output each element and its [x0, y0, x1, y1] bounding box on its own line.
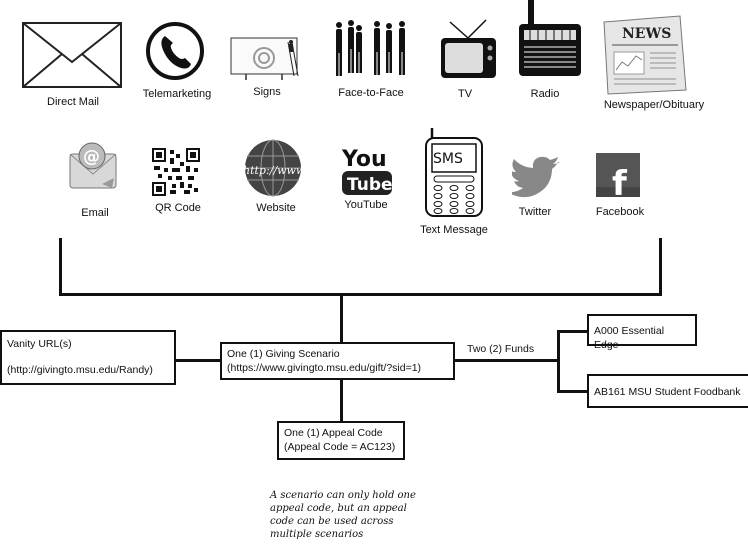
appeal-note: A scenario can only hold one appeal code… [270, 490, 416, 540]
channel-label-email: Email [81, 207, 109, 219]
appeal-code-title: One (1) Appeal Code [284, 427, 383, 439]
channel-label-face-to-face: Face-to-Face [338, 87, 404, 99]
channel-label-youtube: YouTube [344, 199, 388, 211]
svg-text:You: You [341, 147, 387, 172]
bracket-left-line [59, 238, 62, 295]
radio-icon [519, 0, 581, 76]
channel-label-website: Website [256, 202, 296, 214]
vanity-url-box: Vanity URL(s) (http://givingto.msu.edu/R… [0, 330, 176, 385]
svg-text:NEWS: NEWS [622, 26, 671, 42]
tv-icon [441, 19, 496, 78]
channel-label-radio: Radio [530, 88, 560, 100]
newspaper-icon: NEWS [603, 15, 687, 95]
phone-icon [146, 22, 204, 80]
youtube-icon: You Tube [341, 147, 393, 195]
twitter-icon [512, 156, 560, 198]
fund2-connector-line [557, 390, 587, 393]
channel-label-newspaper: Newspaper/Obituary [603, 99, 705, 111]
vanity-url-value: (http://givingto.msu.edu/Randy) [7, 364, 153, 377]
facebook-icon: f [596, 153, 640, 197]
channel-label-telemarketing: Telemarketing [142, 88, 212, 100]
bracket-stem-line [340, 293, 343, 344]
svg-text:http://www: http://www [243, 164, 304, 177]
bracket-right-line [659, 238, 662, 295]
fund2-label: AB161 MSU Student Foodbank [594, 386, 741, 398]
channel-label-twitter: Twitter [518, 206, 552, 218]
svg-text:Tube: Tube [347, 175, 393, 195]
giving-scenario-url: (https://www.givingto.msu.edu/gift/?sid=… [227, 362, 422, 375]
channel-label-direct-mail: Direct Mail [47, 96, 99, 108]
channel-label-signs: Signs [253, 86, 281, 98]
channel-label-qr-code: QR Code [155, 202, 201, 214]
appeal-code-box: One (1) Appeal Code (Appeal Code = AC123… [277, 421, 405, 460]
vanity-url-title: Vanity URL(s) [7, 338, 72, 350]
funds-connector-line [453, 359, 559, 362]
funds-label: Two (2) Funds [467, 343, 535, 355]
svg-text:f: f [612, 164, 628, 197]
appeal-code-value: (Appeal Code = AC123) [284, 441, 396, 454]
people-icon [336, 20, 405, 76]
giving-scenario-title: One (1) Giving Scenario [227, 348, 340, 360]
bracket-bottom-line [59, 293, 662, 296]
sign-icon [230, 37, 299, 80]
channel-label-text-message: Text Message [420, 224, 488, 236]
funds-branch-vertical [557, 330, 560, 392]
vanity-connector-line [174, 359, 222, 362]
fund1-connector-line [557, 330, 587, 333]
envelope-icon [22, 22, 122, 88]
qr-code-icon [152, 148, 200, 196]
svg-text:SMS: SMS [433, 151, 463, 167]
fund1-label: A000 Essential Edge [594, 325, 665, 352]
channel-label-facebook: Facebook [595, 206, 645, 218]
giving-scenario-box: One (1) Giving Scenario (https://www.giv… [220, 342, 455, 380]
cellphone-icon: SMS [425, 128, 483, 217]
fund1-box: A000 Essential Edge [587, 314, 697, 351]
globe-icon: http://www [243, 139, 304, 197]
email-icon: @ [69, 142, 117, 189]
fund2-box: AB161 MSU Student Foodbank [587, 374, 748, 408]
channel-label-tv: TV [457, 88, 473, 100]
appeal-connector-line [340, 379, 343, 421]
svg-text:@: @ [83, 147, 100, 167]
